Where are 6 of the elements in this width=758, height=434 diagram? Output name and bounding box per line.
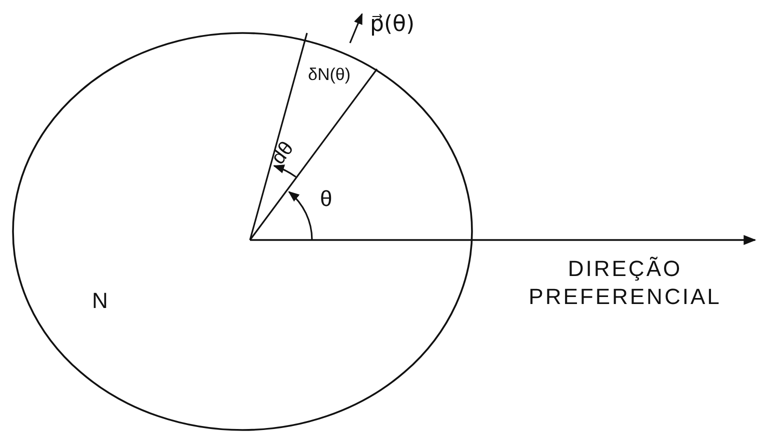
angle-label: θ — [320, 188, 332, 210]
vector-label: p⃗(θ) — [370, 14, 415, 36]
angle-label: dθ — [268, 138, 298, 168]
axis-label: DIREÇÃO PREFERENCIAL — [528, 255, 722, 310]
quantity-label: δN(θ) — [308, 66, 351, 83]
region-label: N — [92, 290, 108, 312]
